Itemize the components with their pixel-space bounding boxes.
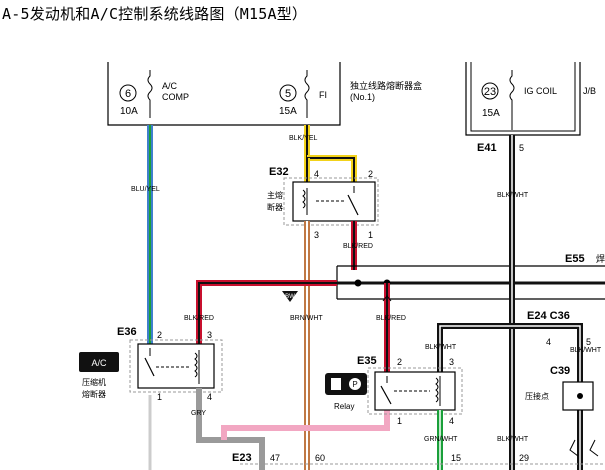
e36-pin-4: 4 — [207, 392, 212, 402]
wire-blk-red-left — [196, 280, 337, 350]
fuse-ac-comp: 6 10A A/C COMP — [119, 70, 189, 118]
compressor-label-2: 熔断器 — [82, 389, 106, 399]
fuse-ig-coil-label: IG COIL — [524, 86, 557, 96]
e55-suffix: 焊 — [596, 253, 605, 264]
junction-box — [465, 62, 581, 136]
fuse-ac-comp-label-1: A/C — [162, 81, 178, 91]
e32-pin-2: 2 — [368, 169, 373, 179]
fuse-box-no1 — [107, 62, 341, 126]
wire-label-blk-wht-4: BLK/WHT — [497, 436, 529, 443]
e36-pin-1: 1 — [157, 392, 162, 402]
compressor-label-1: 压缩机 — [82, 377, 106, 387]
wire-label-blk-wht-3: BLK/WHT — [570, 347, 602, 354]
wire-label-blk-red-3: BLK/RED — [376, 315, 406, 322]
fuse-box-label-1: 独立线路熔断器盒 — [350, 80, 422, 91]
wire-label-grn-wht: GRN/WHT — [424, 436, 458, 443]
e41-label: E41 — [477, 142, 497, 154]
wire-label-blk-wht-1: BLK/WHT — [497, 192, 529, 199]
splice-point-label: 压接点 — [525, 391, 549, 401]
bw-badge: BW — [282, 291, 298, 302]
jb-label: J/B — [583, 86, 596, 96]
wire-gry — [196, 388, 265, 470]
fuse-fi-amp: 15A — [279, 106, 297, 117]
bw-badge-text: BW — [285, 294, 295, 300]
e55-label: E55 — [565, 253, 585, 265]
wire-label-brn-wht: BRN/WHT — [290, 315, 323, 322]
fuse-fi: 5 15A FI — [279, 70, 327, 118]
e36-pin-3: 3 — [207, 330, 212, 340]
e23-pin-15: 15 — [451, 453, 461, 463]
fuse-ig-coil-number: 23 — [484, 86, 496, 98]
main-relay-label-2: 断器 — [267, 202, 283, 212]
fuse-ig-coil-amp: 15A — [482, 108, 500, 119]
e32-label: E32 — [269, 166, 289, 178]
e24-pin-5: 5 — [586, 337, 591, 347]
connector-e23: E23 47 60 15 29 — [232, 452, 605, 465]
fuse-ac-comp-amp: 10A — [120, 106, 138, 117]
svg-text:A/C: A/C — [91, 358, 107, 368]
fuse-fi-label: FI — [319, 90, 327, 100]
fuse-box-label-2: (No.1) — [350, 92, 375, 102]
e23-pin-47: 47 — [270, 453, 280, 463]
e35-pin-4: 4 — [449, 416, 454, 426]
fuse-ac-comp-label-2: COMP — [162, 92, 189, 102]
wire-blk-wht-e35 — [437, 323, 583, 470]
e35-pin-1: 1 — [397, 416, 402, 426]
splice-e55: E55 焊 — [330, 253, 605, 300]
main-relay-e32: E32 4 2 3 1 主熔 断器 — [267, 166, 379, 240]
relay-label: Relay — [334, 402, 354, 411]
e24-pin-4: 4 — [546, 337, 551, 347]
e35-pin-2: 2 — [397, 357, 402, 367]
fuse-ac-comp-number: 6 — [125, 88, 131, 100]
e32-pin-4: 4 — [314, 169, 319, 179]
e35-pin-3: 3 — [449, 357, 454, 367]
wire-blk-red-e35 — [382, 283, 392, 372]
wire-label-blk-red-2: BLK/RED — [184, 315, 214, 322]
relay-icon: P — [325, 373, 367, 395]
e36-pin-2: 2 — [157, 330, 162, 340]
c39-label: C39 — [550, 365, 570, 377]
e32-pin-3: 3 — [314, 230, 319, 240]
e23-pin-29: 29 — [519, 453, 529, 463]
wire-pink — [221, 410, 390, 440]
e23-label: E23 — [232, 452, 252, 464]
svg-text:P: P — [352, 380, 357, 389]
wire-label-blk-red-1: BLK/RED — [343, 243, 373, 250]
e24-c36-label: E24 C36 — [527, 310, 570, 322]
compressor-relay-e36: E36 2 3 1 4 — [117, 326, 223, 402]
page-title: A-5发动机和A/C控制系统线路图（M15A型） — [2, 5, 308, 23]
compressor-fuse-icon: A/C — [79, 352, 119, 372]
e23-pin-60: 60 — [315, 453, 325, 463]
fuse-ig-coil: 23 15A IG COIL J/B — [481, 70, 596, 130]
wire-blk-yel — [304, 125, 357, 182]
wire-label-blk-yel: BLK/YEL — [289, 135, 318, 142]
splice-c39: C39 压接点 — [525, 365, 599, 457]
wire-label-blk-wht-2: BLK/WHT — [425, 344, 457, 351]
wire-label-gry: GRY — [191, 410, 206, 417]
fuse-fi-number: 5 — [285, 88, 291, 100]
e36-label: E36 — [117, 326, 137, 338]
wire-label-blu-yel: BLU/YEL — [131, 186, 160, 193]
relay-e35: E35 2 3 1 4 — [357, 355, 463, 426]
main-relay-label-1: 主熔 — [267, 190, 283, 200]
e41-pin: 5 — [519, 143, 524, 153]
e35-label: E35 — [357, 355, 377, 367]
e32-pin-1: 1 — [368, 230, 373, 240]
